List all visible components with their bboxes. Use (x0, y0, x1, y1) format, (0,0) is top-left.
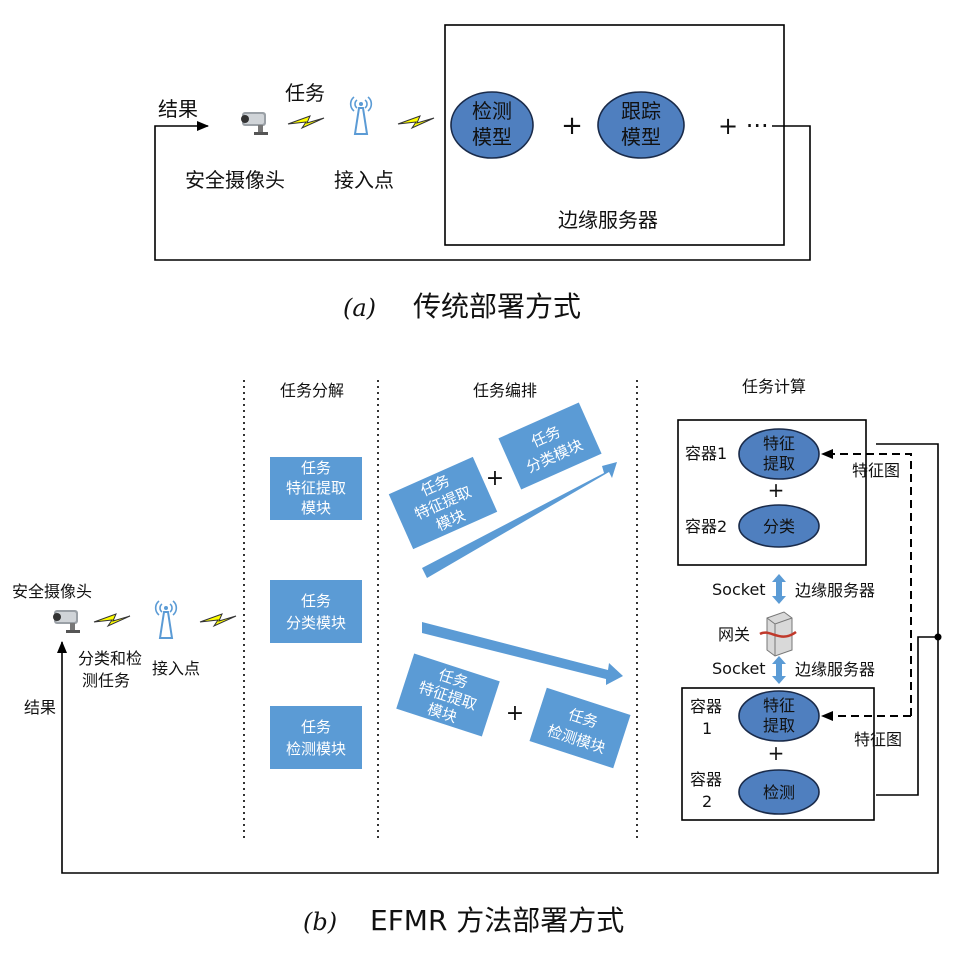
camera-label: 安全摄像头 (185, 168, 285, 192)
module-line: 检测模块 (286, 740, 346, 758)
caption-b-prefix: (b) (303, 908, 337, 936)
flow-arrow (422, 622, 623, 685)
plus-sign: + (506, 701, 524, 726)
security-camera-icon (53, 610, 80, 633)
access-point-icon (154, 600, 178, 639)
detection-model-line1: 检测 (472, 99, 512, 123)
orchestrate-module (529, 687, 631, 769)
orchestrate-module (396, 653, 500, 737)
column-header-orchestrate: 任务编排 (473, 381, 537, 400)
result-label: 结果 (158, 97, 198, 121)
orchestrate-module (388, 456, 498, 550)
gateway-label: 网关 (718, 625, 750, 644)
feedback-loop (57, 443, 939, 874)
task-label-line2: 测任务 (82, 671, 130, 690)
caption-a-prefix: (a) (343, 294, 376, 322)
module-line: 任务 (301, 592, 331, 610)
module-line: 任务 (301, 718, 331, 736)
container-label: 容器 (690, 697, 722, 716)
classification-node (738, 504, 820, 548)
plus-more: + ··· (718, 112, 769, 140)
feature-map-label: 特征图 (854, 730, 902, 749)
feature-extraction-node (738, 428, 820, 480)
tracking-model-line2: 模型 (621, 125, 661, 149)
wireless-link-icon (397, 115, 435, 129)
caption-a-text: 传统部署方式 (413, 290, 581, 323)
node-line: 检测 (763, 783, 795, 802)
feedback-loop (154, 121, 811, 261)
bottom-server-link (876, 636, 938, 796)
column-header-compute: 任务计算 (742, 377, 806, 396)
container-label: 容器2 (685, 517, 727, 536)
security-camera-icon (241, 112, 268, 135)
module-line: 任务 (301, 459, 331, 477)
container-label: 容器1 (685, 444, 727, 463)
node-line: 特征 (763, 434, 795, 453)
gateway-icon (759, 611, 797, 657)
feature-map-label: 特征图 (852, 461, 900, 480)
node-line: 提取 (763, 454, 795, 473)
socket-arrow-icon (772, 574, 786, 604)
part-b: 任务分解 任务编排 任务计算 安全摄像头 分类和检 测任务 接入点 结果 任务 … (12, 377, 942, 937)
plus-sign: + (768, 478, 785, 502)
tracking-model-line1: 跟踪 (621, 99, 661, 123)
node-line: 特征 (763, 696, 795, 715)
detection-node (738, 769, 820, 815)
plus-sign: + (486, 466, 504, 491)
orchestrate-module (498, 402, 602, 490)
module-classification (270, 580, 362, 643)
access-point-label: 接入点 (334, 168, 394, 192)
detection-model-node (450, 91, 534, 159)
edge-server-label: 边缘服务器 (795, 581, 875, 600)
caption-b-text: EFMR 方法部署方式 (370, 904, 624, 937)
module-feature-extraction (270, 457, 362, 520)
wireless-link-icon (287, 115, 325, 129)
tracking-model-node (597, 91, 685, 159)
edge-server-box-bottom (681, 687, 875, 821)
module-line: 特征提取 (286, 479, 346, 497)
container-label: 容器 (690, 770, 722, 789)
access-point-icon (349, 96, 373, 135)
container-label: 1 (702, 719, 712, 738)
column-header-decompose: 任务分解 (280, 381, 344, 400)
socket-label: Socket (712, 659, 766, 678)
edge-server-box-top (677, 419, 867, 566)
wireless-link-icon (93, 613, 131, 627)
access-point-label: 接入点 (152, 659, 200, 678)
orchestrate-lower: 任务 特征提取 模块 + 任务 检测模块 (396, 622, 631, 769)
container-label: 2 (702, 792, 712, 811)
detection-model-line2: 模型 (472, 125, 512, 149)
module-line: 分类模块 (286, 614, 346, 632)
camera-label: 安全摄像头 (12, 582, 92, 601)
flow-arrow (422, 462, 617, 578)
part-a: 结果 任务 安全摄像头 接入点 检测 模型 + 跟踪 模型 + ··· 边缘服务… (154, 24, 811, 323)
feature-map-arrow (821, 449, 912, 716)
node-line: 分类 (763, 517, 795, 536)
edge-server-label: 边缘服务器 (795, 660, 875, 679)
edge-server-box (444, 24, 785, 246)
socket-label: Socket (712, 580, 766, 599)
plus-sign: + (561, 111, 583, 141)
result-label: 结果 (24, 698, 56, 717)
node-line: 提取 (763, 716, 795, 735)
module-detection (270, 706, 362, 769)
wireless-link-icon (199, 613, 237, 627)
task-label: 任务 (285, 81, 325, 105)
task-label-line1: 分类和检 (78, 649, 142, 668)
socket-arrow-icon (772, 656, 786, 684)
plus-sign: + (768, 741, 785, 765)
feature-extraction-node (738, 690, 820, 742)
orchestrate-upper: 任务 特征提取 模块 + 任务 分类模块 (388, 402, 617, 578)
edge-server-label: 边缘服务器 (558, 208, 658, 232)
module-line: 模块 (301, 499, 331, 517)
